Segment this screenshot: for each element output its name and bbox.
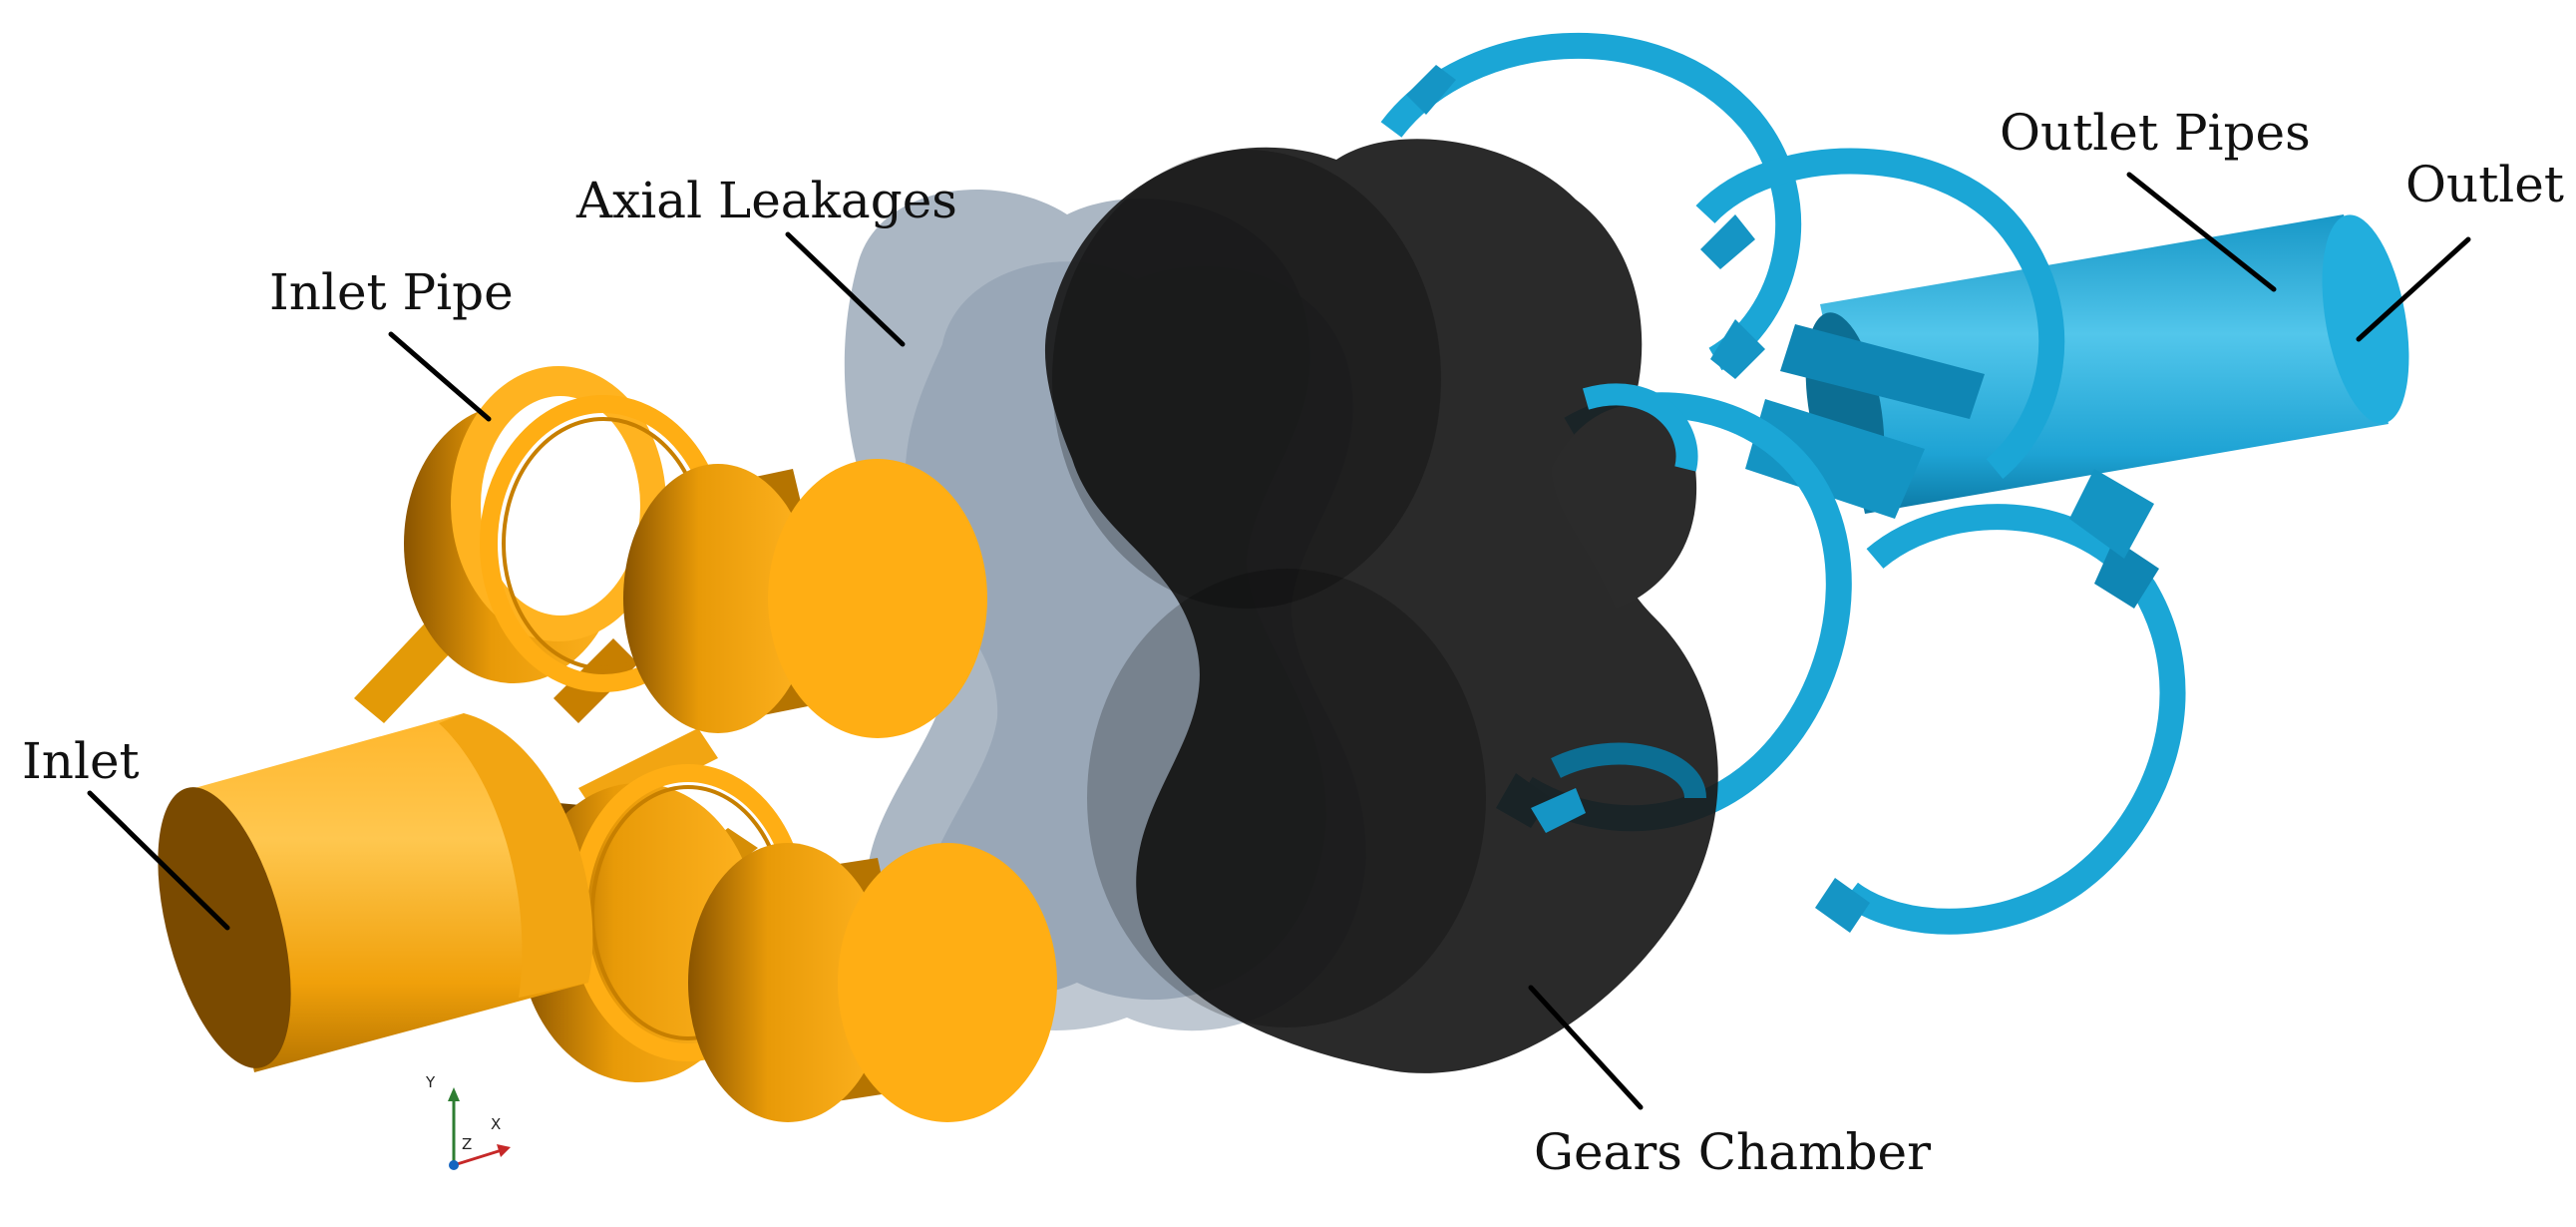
label-outlet: Outlet <box>2405 156 2564 213</box>
leader-line-outlet-pipes <box>2126 172 2277 292</box>
outlet-pipe-ring-1 <box>1380 32 1802 371</box>
outlet-pipe-ring-2 <box>1695 148 2065 479</box>
outlet-pipe-ring-4 <box>1842 504 2186 935</box>
inlet-cylinder-upper <box>623 459 987 738</box>
inlet-cylinder <box>158 713 593 1072</box>
inlet-pipes-group <box>158 366 1057 1122</box>
outlet-connector-plate <box>1745 399 1925 519</box>
inlet-pipe-ring-top <box>404 366 727 692</box>
label-outlet-pipes: Outlet Pipes <box>2000 104 2311 162</box>
leader-line-gears-chamber <box>1528 985 1644 1110</box>
label-inlet: Inlet <box>22 732 140 790</box>
leader-line-inlet-pipe <box>388 331 492 422</box>
axis-x-label: X <box>491 1115 502 1133</box>
leader-line-outlet <box>2356 236 2471 342</box>
leader-lines <box>87 172 2471 1110</box>
label-axial-leakages: Axial Leakages <box>576 172 957 229</box>
axis-z-label: Z <box>462 1135 473 1153</box>
axis-y-label: Y <box>426 1073 436 1091</box>
leader-line-axial-leakages <box>785 231 906 347</box>
axes-triad <box>448 1087 511 1170</box>
inlet-cylinder-lower <box>688 843 1057 1122</box>
leader-line-inlet <box>87 790 230 931</box>
gears-chamber-body <box>1044 139 1718 1073</box>
gears-chamber-group <box>1044 139 1718 1073</box>
outlet-connector-pipe <box>1780 324 1985 419</box>
outlet-pipe-hook <box>1582 383 1698 472</box>
label-inlet-pipe: Inlet Pipe <box>269 263 514 321</box>
label-gears-chamber: Gears Chamber <box>1534 1123 1931 1181</box>
